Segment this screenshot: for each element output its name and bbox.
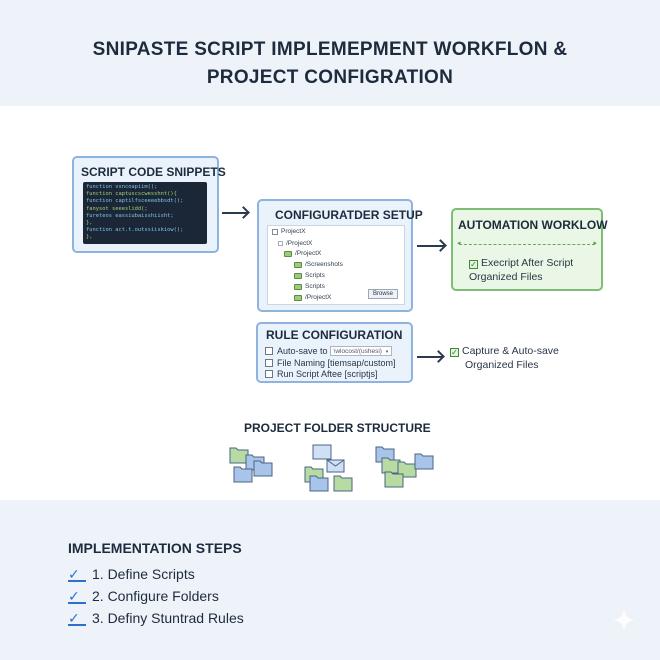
sparkle-icon: ✦: [611, 605, 637, 638]
arrow-config-to-automation: [417, 245, 444, 247]
folder-icon: [375, 446, 395, 463]
folder-icon: [233, 466, 253, 483]
tree-row-label: /ProjectX: [295, 250, 322, 257]
check-icon: ✓: [450, 348, 459, 357]
code-line: },: [86, 220, 93, 227]
title-line-2: PROJECT CONFIGRATION: [206, 67, 454, 88]
code-line: function captilfsceeeebbsdt();: [86, 198, 184, 205]
file-naming-label: File Naming [tiemsap/custom]: [277, 358, 396, 368]
code-line: fureteos eassiubaisshiisht;: [86, 212, 174, 219]
step-item: ✓ 2. Configure Folders: [68, 588, 219, 604]
folder-cluster-2: [304, 444, 353, 492]
mail-flap: [326, 459, 345, 467]
automation-workflow-box: AUTOMATION WORKLOW ◂ ▸ ✓Execript After S…: [451, 208, 608, 291]
auto-save-select[interactable]: \wlocost/(ushesi) ▾: [329, 346, 393, 356]
arrow-rule-to-capture: [417, 356, 442, 358]
automation-workflow-title: AUTOMATION WORKLOW: [458, 218, 608, 232]
tree-row[interactable]: Scripts: [294, 272, 325, 279]
tree-row-label: Scripts: [305, 272, 325, 279]
folder-icon: [294, 283, 302, 290]
auto-save-label: Auto-save to: [277, 346, 328, 356]
tree-row-label: /ProjectX: [286, 240, 313, 247]
folder-icon: [294, 261, 302, 268]
run-script-row: Run Script Aftee [scriptjs]: [265, 369, 378, 379]
config-setup-box: CONFIGURATDER SETUP ProjectX /ProjectX /…: [257, 199, 423, 312]
folder-icon: [253, 460, 273, 477]
automation-line-2: Organized Files: [469, 271, 543, 283]
code-line: function act.t.outssiiskiow();: [86, 227, 184, 234]
tree-row-label: /Screenshots: [305, 261, 343, 268]
folder-icon: [381, 457, 401, 474]
capture-line-1: Capture & Auto-save: [462, 345, 559, 357]
file-icon: [272, 228, 278, 235]
step-label: 3. Definy Stuntrad Rules: [92, 610, 244, 626]
tree-row[interactable]: ProjectX: [272, 228, 306, 235]
dashed-divider: [459, 244, 595, 245]
check-icon: ✓: [68, 589, 86, 604]
folder-tree: ProjectX /ProjectX /ProjectX /Screenshot…: [267, 225, 405, 305]
folder-icon: [294, 272, 302, 279]
tree-row[interactable]: /ProjectX: [278, 240, 312, 247]
code-line: },: [86, 234, 93, 241]
tree-row[interactable]: /ProjectX: [284, 250, 321, 257]
folder-icon: [309, 475, 329, 492]
capture-text: ✓Capture & Auto-save Organized Files: [450, 344, 559, 372]
arrow-left-icon: ◂: [457, 240, 461, 247]
config-setup-title: CONFIGURATDER SETUP: [275, 208, 423, 222]
header-band: [0, 0, 660, 106]
rule-config-title: RULE CONFIGURATION: [266, 328, 403, 342]
auto-save-checkbox[interactable]: [265, 347, 273, 355]
folder-icon: [294, 294, 302, 301]
check-icon: ✓: [469, 260, 478, 269]
arrow-right-icon: ▸: [593, 240, 597, 247]
folder-icon: [333, 475, 353, 492]
automation-line-1: Execript After Script: [481, 257, 574, 269]
folder-cluster-3: [375, 446, 434, 488]
expander-icon: [278, 241, 283, 246]
browse-button[interactable]: Browse: [367, 289, 398, 299]
script-snippets-box: SCRIPT CODE SNIPPETS function vsncoapiim…: [72, 156, 226, 253]
run-script-label: Run Script Aftee [scriptjs]: [277, 369, 378, 379]
step-item: ✓ 1. Define Scripts: [68, 566, 195, 582]
tree-row[interactable]: Scripts: [294, 283, 325, 290]
auto-save-select-value: \wlocost/(ushesi): [333, 348, 382, 355]
check-icon: ✓: [68, 567, 86, 582]
steps-title: IMPLEMENTATION STEPS: [68, 540, 242, 556]
auto-save-row: Auto-save to \wlocost/(ushesi) ▾: [265, 346, 393, 356]
window-icon: [312, 444, 332, 460]
folder-icon: [414, 453, 434, 470]
rule-config-box: RULE CONFIGURATION Auto-save to \wlocost…: [256, 322, 413, 383]
tree-row-label: ProjectX: [281, 228, 306, 235]
tree-row-label: Scripts: [305, 283, 325, 290]
folder-cluster-1: [229, 447, 273, 483]
tree-row[interactable]: /Screenshots: [294, 261, 343, 268]
script-snippets-title: SCRIPT CODE SNIPPETS: [81, 165, 226, 179]
step-label: 1. Define Scripts: [92, 566, 195, 582]
title-line-1: SNIPASTE SCRIPT IMPLEMEPMENT WORKFLON &: [92, 39, 568, 60]
folder-icon: [284, 250, 292, 257]
capture-line-2: Organized Files: [465, 359, 539, 371]
code-line: function vsncoapiim();: [86, 184, 158, 190]
tree-row-label: /ProjectX: [305, 294, 332, 301]
folder-icon: [229, 447, 249, 464]
file-naming-checkbox[interactable]: [265, 359, 273, 367]
code-block: function vsncoapiim(); function captuscs…: [83, 182, 207, 244]
step-label: 2. Configure Folders: [92, 588, 219, 604]
code-line: function captuscscwesshnt(){: [86, 191, 177, 198]
chevron-down-icon: ▾: [385, 349, 389, 355]
run-script-checkbox[interactable]: [265, 370, 273, 378]
step-item: ✓ 3. Definy Stuntrad Rules: [68, 610, 244, 626]
code-line: fanysot seeeslidd(;: [86, 205, 148, 212]
tree-row[interactable]: /ProjectX: [294, 294, 331, 301]
page-title: SNIPASTE SCRIPT IMPLEMEPMENT WORKFLON & …: [30, 36, 630, 92]
automation-text: ✓Execript After Script Organized Files: [469, 256, 573, 284]
steps-band: [0, 500, 660, 660]
folder-icon: [384, 471, 404, 488]
file-naming-row: File Naming [tiemsap/custom]: [265, 358, 396, 368]
check-icon: ✓: [68, 611, 86, 626]
folder-structure-title: PROJECT FOLDER STRUCTURE: [244, 421, 431, 435]
arrow-snippets-to-config: [222, 212, 247, 214]
